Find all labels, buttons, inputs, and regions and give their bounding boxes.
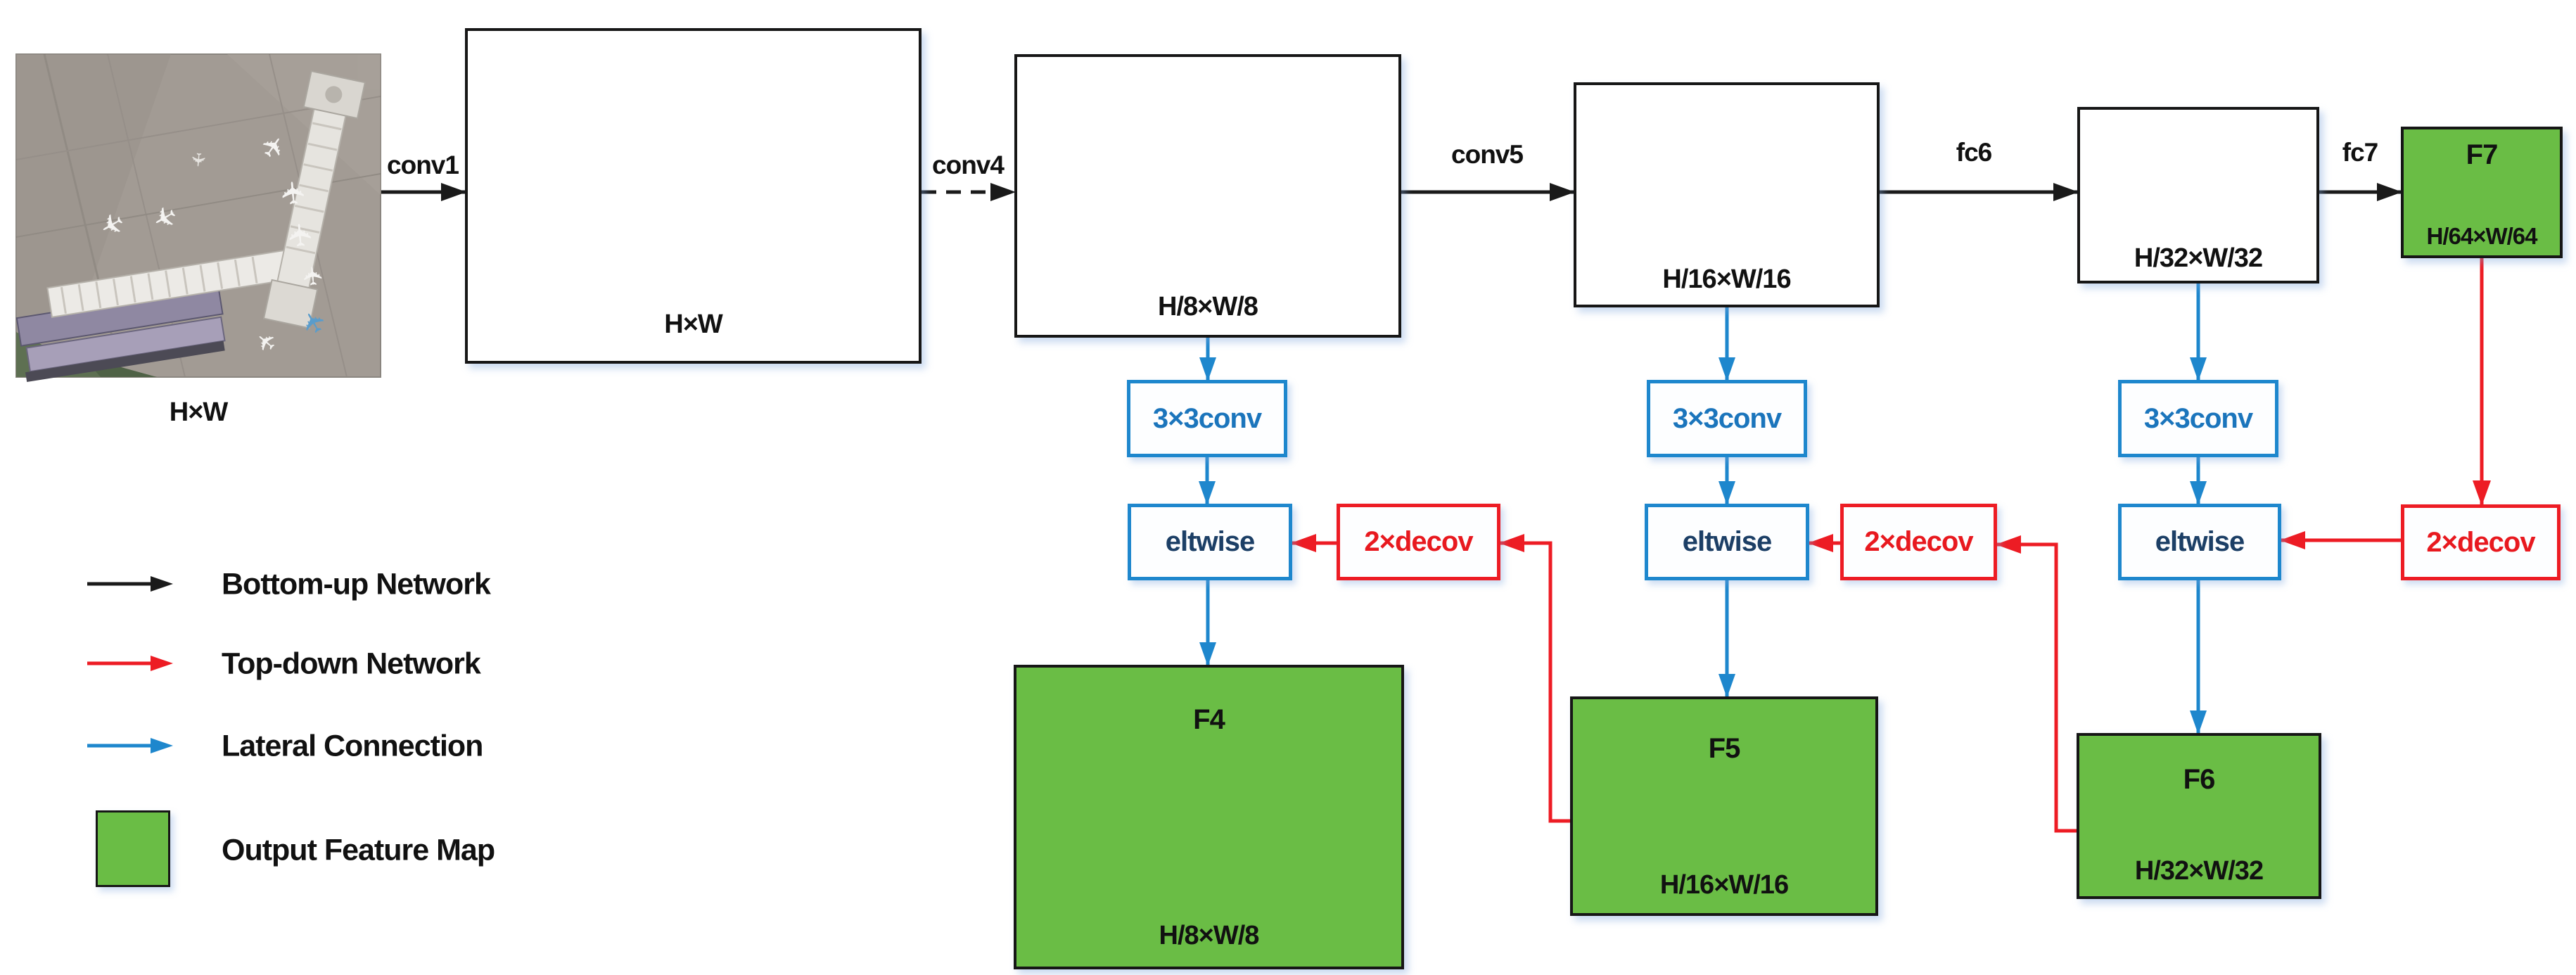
arrow-f6-decov2 (1996, 535, 2077, 833)
backbone-box-conv5: H/16×W/16 (1574, 82, 1880, 307)
backbone-box-fc: H/32×W/32 (2077, 107, 2319, 283)
decov-label-3: 2×decov (2426, 526, 2535, 558)
legend-lateral-label: Lateral Connection (222, 729, 483, 763)
decov-box-2: 2×decov (1840, 504, 1997, 580)
edge-label-fc6: fc6 (1956, 138, 1992, 167)
conv3x3-label-2: 3×3conv (1672, 402, 1782, 434)
output-box-f5: F5 H/16×W/16 (1570, 696, 1878, 916)
eltwise-box-2: eltwise (1645, 504, 1809, 580)
input-size-label: H×W (169, 397, 229, 427)
arrow-f5-decov1 (1499, 534, 1570, 823)
decov-box-3: 2×decov (2401, 504, 2561, 580)
backbone-box1-size: H×W (664, 310, 723, 339)
eltwise-box-1: eltwise (1128, 504, 1292, 580)
edge-label-fc7: fc7 (2342, 138, 2378, 167)
conv3x3-box-2: 3×3conv (1647, 380, 1807, 457)
airport-input-image: ✈ ✈ ✈ ✈ ✈ ✈ ✈ ✈ ✈ H×W (15, 53, 381, 427)
edge-label-conv4: conv4 (932, 151, 1005, 179)
svg-text:✈: ✈ (187, 151, 210, 168)
eltwise-label-3: eltwise (2155, 526, 2245, 557)
f4-size: H/8×W/8 (1159, 921, 1260, 950)
terminal-building (15, 70, 366, 383)
edge-label-conv1: conv1 (387, 151, 459, 179)
decov-box-1: 2×decov (1337, 504, 1500, 580)
eltwise-label-1: eltwise (1165, 526, 1255, 557)
output-box-f6: F6 H/32×W/32 (2077, 733, 2321, 899)
decov-label-1: 2×decov (1364, 526, 1473, 557)
f4-name: F4 (1193, 704, 1225, 735)
backbone-box2-size: H/8×W/8 (1158, 292, 1258, 321)
svg-text:✈: ✈ (283, 220, 319, 249)
f5-size: H/16×W/16 (1659, 870, 1789, 900)
output-box-f4: F4 H/8×W/8 (1014, 665, 1404, 969)
airport-image-art: ✈ ✈ ✈ ✈ ✈ ✈ ✈ ✈ ✈ (15, 53, 381, 383)
f6-size: H/32×W/32 (2134, 856, 2264, 886)
eltwise-box-3: eltwise (2118, 504, 2281, 580)
legend-bottom-up-arrow (87, 576, 173, 592)
conv3x3-box-3: 3×3conv (2118, 380, 2278, 457)
backbone-box3-size: H/16×W/16 (1662, 265, 1791, 294)
decov-label-2: 2×decov (1864, 526, 1973, 557)
legend-lateral-arrow (87, 738, 173, 753)
f7-name: F7 (2466, 139, 2499, 170)
legend-output-swatch (96, 810, 170, 887)
f5-name: F5 (1708, 733, 1741, 764)
backbone-box4-size: H/32×W/32 (2134, 243, 2263, 273)
conv3x3-label-1: 3×3conv (1152, 402, 1262, 434)
output-box-f7: F7 H/64×W/64 (2401, 127, 2563, 258)
eltwise-label-2: eltwise (1682, 526, 1772, 557)
conv3x3-box-1: 3×3conv (1127, 380, 1287, 457)
svg-text:✈: ✈ (276, 178, 312, 207)
backbone-box-conv1: H×W (465, 28, 922, 364)
edge-label-conv5: conv5 (1451, 140, 1524, 169)
legend-top-down-label: Top-down Network (222, 646, 481, 681)
backbone-box-conv4: H/8×W/8 (1014, 54, 1401, 338)
legend-output-label: Output Feature Map (222, 833, 495, 867)
svg-text:✈: ✈ (298, 264, 328, 288)
f7-size: H/64×W/64 (2426, 223, 2538, 249)
conv3x3-label-3: 3×3conv (2143, 402, 2253, 434)
legend-bottom-up-label: Bottom-up Network (222, 567, 491, 601)
f6-name: F6 (2183, 764, 2216, 795)
legend-top-down-arrow (87, 656, 173, 671)
legend: Bottom-up Network Top-down Network Later… (0, 0, 495, 887)
